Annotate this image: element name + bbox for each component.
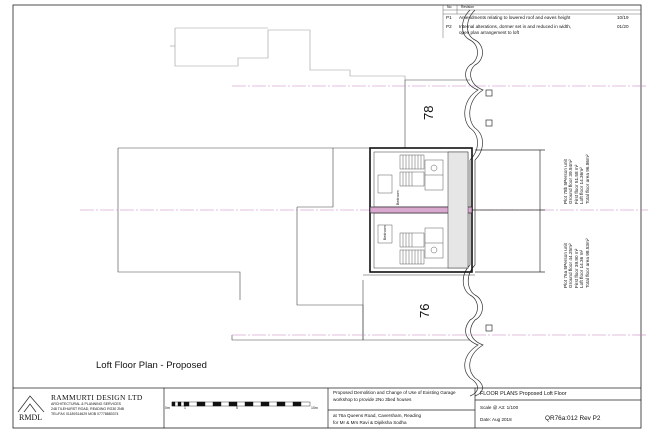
rev-header-revision: Revision <box>461 5 475 9</box>
proposed-loft-building <box>369 147 473 273</box>
scale-label-10: 10m <box>311 406 318 410</box>
neighbour-buildings <box>170 27 406 80</box>
project-address: at 76a Queens Road, Caversham, Reading <box>333 413 422 418</box>
company-name: RAMMURTI DESIGN LTD <box>51 393 143 402</box>
rev-p2-date: 01/20 <box>617 24 629 29</box>
project-description-cont: workshop to provide 2No 3bed houses <box>333 397 412 402</box>
rev-p2-description-cont: open plan arrangement to loft <box>459 30 520 35</box>
rev-p2-description: Internal alterations, dormer set in and … <box>459 24 572 29</box>
centre-lines <box>80 85 648 336</box>
scale-label-5: 5 <box>236 406 238 410</box>
rev-header-no: No. <box>447 5 453 9</box>
house-number-78: 78 <box>421 105 436 120</box>
company-logo-icon <box>17 395 45 413</box>
scale-label-1: 1 <box>184 406 186 410</box>
project-client: for Mr & Mrs Ravi & Dipiksha Sodha <box>333 420 407 425</box>
house-number-76: 76 <box>417 303 432 318</box>
company-telephone: TEL/FAX 01189314629 MOB 07778883374 <box>51 412 119 416</box>
room-label-bedroom-78: Bedroom <box>396 190 400 205</box>
company-address: 248 TILEHURST ROAD, READING RG30 2NB <box>51 407 125 411</box>
drawing-number: QR76a:012 Rev P2 <box>545 415 601 422</box>
scale-label-0: 0m <box>165 406 170 410</box>
rev-p1-description: Amendments relating to lowered roof and … <box>459 15 571 20</box>
plot-76-line: Total floor area 98.53m² <box>584 238 590 288</box>
plan-title: Loft Floor Plan - Proposed <box>96 360 207 371</box>
rev-p2-code: P2 <box>446 24 452 29</box>
room-label-bedroom-76: Bedroom <box>383 225 387 240</box>
project-description: Proposed Demolition and Change of Use of… <box>333 390 456 395</box>
drawing-title: FLOOR PLANS Proposed Loft Floor <box>480 391 567 397</box>
drawing-date: Date: Aug 2018 <box>480 417 512 422</box>
company-services: ARCHITECTURAL & PLANNING SERVICES <box>51 402 122 406</box>
sheet-border <box>12 4 642 429</box>
plot-78-line: Total floor area 96.86m² <box>584 154 590 204</box>
revision-table <box>442 5 641 38</box>
scale-bar <box>171 401 311 407</box>
rev-p1-code: P1 <box>446 15 452 20</box>
title-block-frame <box>13 387 641 428</box>
logo-letters: RMDL <box>19 413 43 422</box>
rev-p1-date: 10/19 <box>617 15 629 20</box>
bay-window-frontage <box>462 9 545 397</box>
plot-76-schedule: Plot 76a 5Person unit Ground floor 44.25… <box>563 238 590 288</box>
drawing-scale: Scale @ A3: 1/100 <box>480 405 519 410</box>
plot-78-schedule: Plot 78b 5Person unit Ground floor 39.94… <box>563 154 590 204</box>
party-wall <box>369 206 473 214</box>
